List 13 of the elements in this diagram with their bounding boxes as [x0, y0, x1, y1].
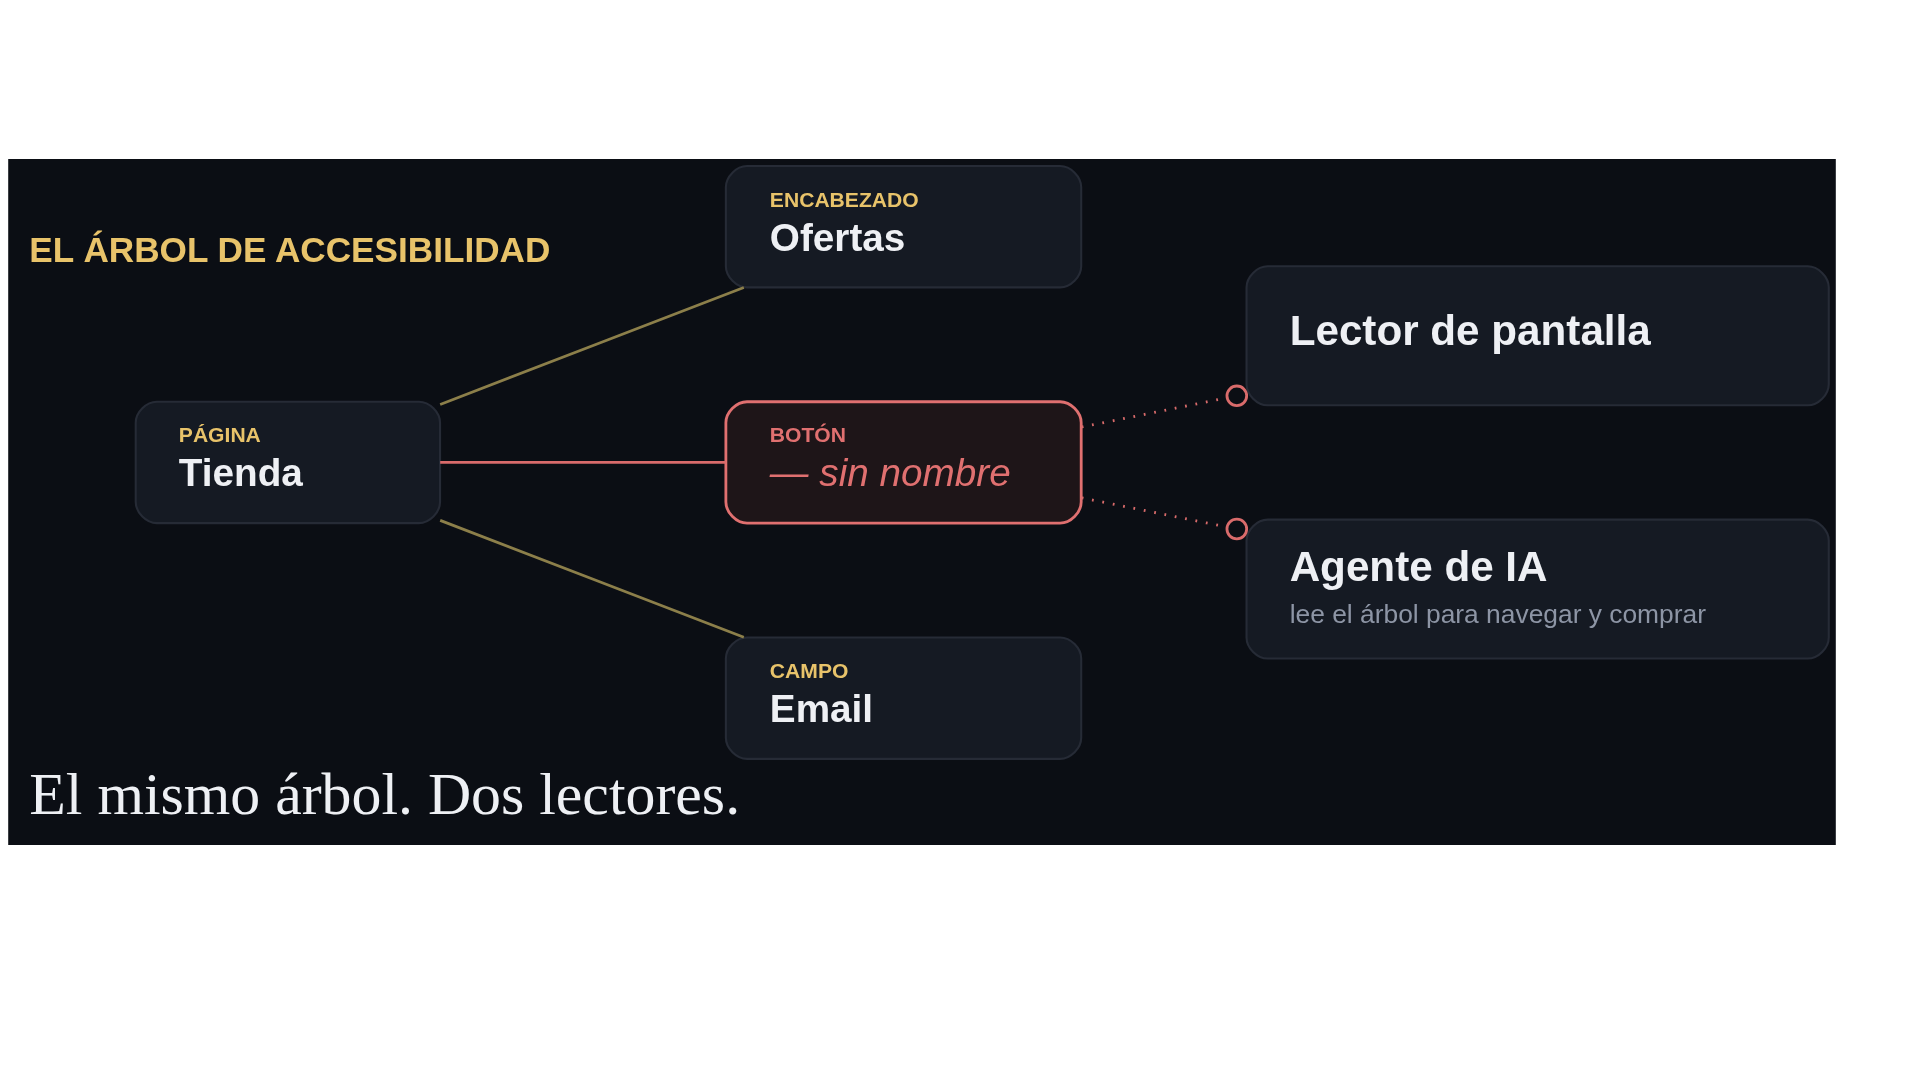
connector [1081, 384, 1249, 429]
caption: El mismo árbol. Dos lectores. [29, 760, 741, 827]
node-box: BOTÓN — sin nombre [724, 400, 1083, 525]
connector [439, 286, 745, 406]
connector [439, 519, 745, 639]
node-box: ENCABEZADO Ofertas [724, 165, 1083, 289]
node-box: Agente de IA lee el árbol para navegar y comprar [1245, 518, 1830, 660]
connector [1081, 496, 1249, 541]
node-box: CAMPO Email [724, 636, 1083, 760]
diagram-title: EL ÁRBOL DE ACCESIBILIDAD [29, 229, 551, 269]
node-box: PÁGINA Tienda [134, 400, 442, 525]
connector [440, 461, 726, 464]
node-box: Lector de pantalla [1245, 265, 1830, 407]
